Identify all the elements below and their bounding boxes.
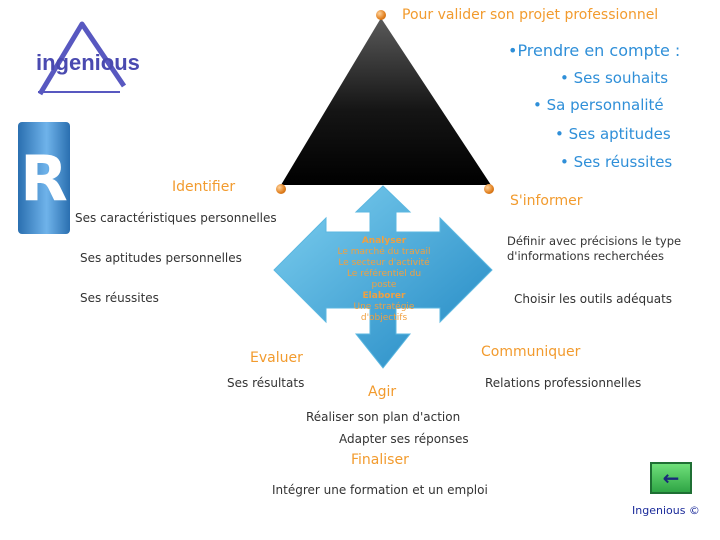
prendre-item: • Ses souhaits (560, 69, 669, 87)
footer-credit: Ingenious © (632, 504, 700, 517)
center-line: Le référentiel du (346, 269, 422, 279)
logo: ingenious (30, 20, 140, 100)
identifier-heading: Identifier (172, 179, 236, 195)
informer-item: Choisir les outils adéquats (514, 292, 673, 306)
communiquer-item: Relations professionnelles (485, 376, 642, 390)
informer-item: Définir avec précisions le type d'inform… (507, 234, 682, 263)
strategy-text: Une stratégie d'objectifs (353, 302, 415, 323)
agir-item: Réaliser son plan d'action (306, 410, 461, 424)
pyramid-triangle (281, 18, 491, 185)
big-letter-r: R (18, 122, 70, 234)
identifier-item: Ses aptitudes personnelles (80, 251, 242, 265)
evaluer-item: Ses résultats (227, 376, 305, 390)
dot-top (376, 10, 386, 20)
prendre-item: • Ses réussites (560, 153, 673, 171)
agir-heading: Agir (368, 384, 397, 400)
analyser-label: Analyser (361, 236, 407, 246)
dot-left (276, 184, 286, 194)
evaluer-heading: Evaluer (250, 350, 303, 366)
communiquer-heading: Communiquer (481, 344, 581, 360)
center-box: Analyser Le marché du travail Le secteur… (330, 236, 438, 324)
arrow-left-icon: ← (662, 466, 680, 490)
identifier-item: Ses caractéristiques personnelles (75, 211, 277, 225)
center-line: Le marché du travail (337, 247, 431, 257)
dot-right (484, 184, 494, 194)
agir-item: Adapter ses réponses (339, 432, 469, 446)
prendre-heading: •Prendre en compte : (508, 41, 681, 60)
four-way-arrow (273, 185, 493, 369)
finaliser-item: Intégrer une formation et un emploi (272, 483, 488, 497)
elaborer-label: Elaborer (362, 291, 406, 301)
center-line: Le secteur d'activité (338, 258, 430, 268)
center-line: poste (371, 280, 397, 290)
informer-heading: S'informer (510, 193, 583, 209)
logo-triangle-icon (37, 21, 127, 96)
identifier-item: Ses réussites (80, 291, 159, 305)
back-button[interactable]: ← (650, 462, 692, 494)
page-title: Pour valider son projet professionnel (402, 7, 659, 23)
prendre-item: • Sa personnalité (533, 96, 664, 114)
prendre-item: • Ses aptitudes (555, 125, 671, 143)
logo-text: ingenious (36, 50, 140, 75)
finaliser-heading: Finaliser (351, 452, 409, 468)
